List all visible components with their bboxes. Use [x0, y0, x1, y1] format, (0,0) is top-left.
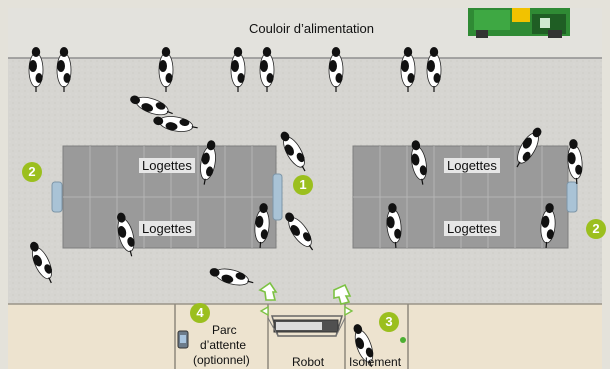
cow-icon — [230, 47, 246, 92]
robot-label: Robot — [292, 355, 325, 369]
badge-2-left: 2 — [22, 162, 42, 182]
cow-icon — [209, 268, 254, 286]
vehicle-icon — [177, 330, 189, 349]
small-arrow-right-icon — [344, 305, 354, 317]
cow-icon — [130, 95, 173, 116]
cow-icon — [386, 203, 402, 248]
cow-icon — [259, 47, 275, 92]
cow-icon — [200, 140, 216, 185]
cow-icon — [353, 324, 374, 367]
cow-icon — [426, 47, 442, 92]
cow-herd — [28, 47, 583, 367]
waiting-area-label-line3: (optionnel) — [193, 353, 250, 367]
badge-4: 4 — [190, 303, 210, 323]
cow-icon — [117, 212, 135, 257]
entry-arrow-icon — [258, 281, 278, 301]
stalls-label-bottom-left: Logettes — [139, 221, 195, 236]
waiting-area-label-line2: d’attente — [200, 338, 247, 352]
stalls-label-top-left: Logettes — [139, 158, 195, 173]
cow-icon — [516, 127, 542, 168]
cow-icon — [328, 47, 344, 92]
waiting-area-label-line1: Parc — [212, 323, 237, 337]
cow-icon — [56, 47, 72, 92]
isolation-label: Isolement — [349, 355, 402, 369]
cow-icon — [254, 203, 270, 248]
badge-1: 1 — [293, 175, 313, 195]
gate-dot — [400, 337, 406, 343]
cow-icon — [400, 47, 416, 92]
cow-icon — [411, 140, 427, 185]
milking-robot-icon — [267, 315, 346, 337]
cow-icon — [540, 203, 556, 248]
badge-2-right: 2 — [586, 219, 606, 239]
tractor-icon — [468, 8, 570, 38]
cow-icon — [28, 47, 44, 92]
cow-icon — [285, 212, 314, 251]
cow-icon — [30, 241, 52, 284]
small-arrow-left-icon — [259, 305, 269, 317]
stalls-label-bottom-right: Logettes — [444, 221, 500, 236]
cow-icon — [567, 139, 583, 184]
badge-3: 3 — [379, 312, 399, 332]
cow-icon — [280, 131, 306, 172]
stalls-label-top-right: Logettes — [444, 158, 500, 173]
feeding-aisle-label: Couloir d’alimentation — [249, 21, 375, 36]
cow-icon — [153, 116, 198, 132]
exit-arrow-icon — [333, 283, 352, 305]
cow-icon — [158, 47, 174, 92]
